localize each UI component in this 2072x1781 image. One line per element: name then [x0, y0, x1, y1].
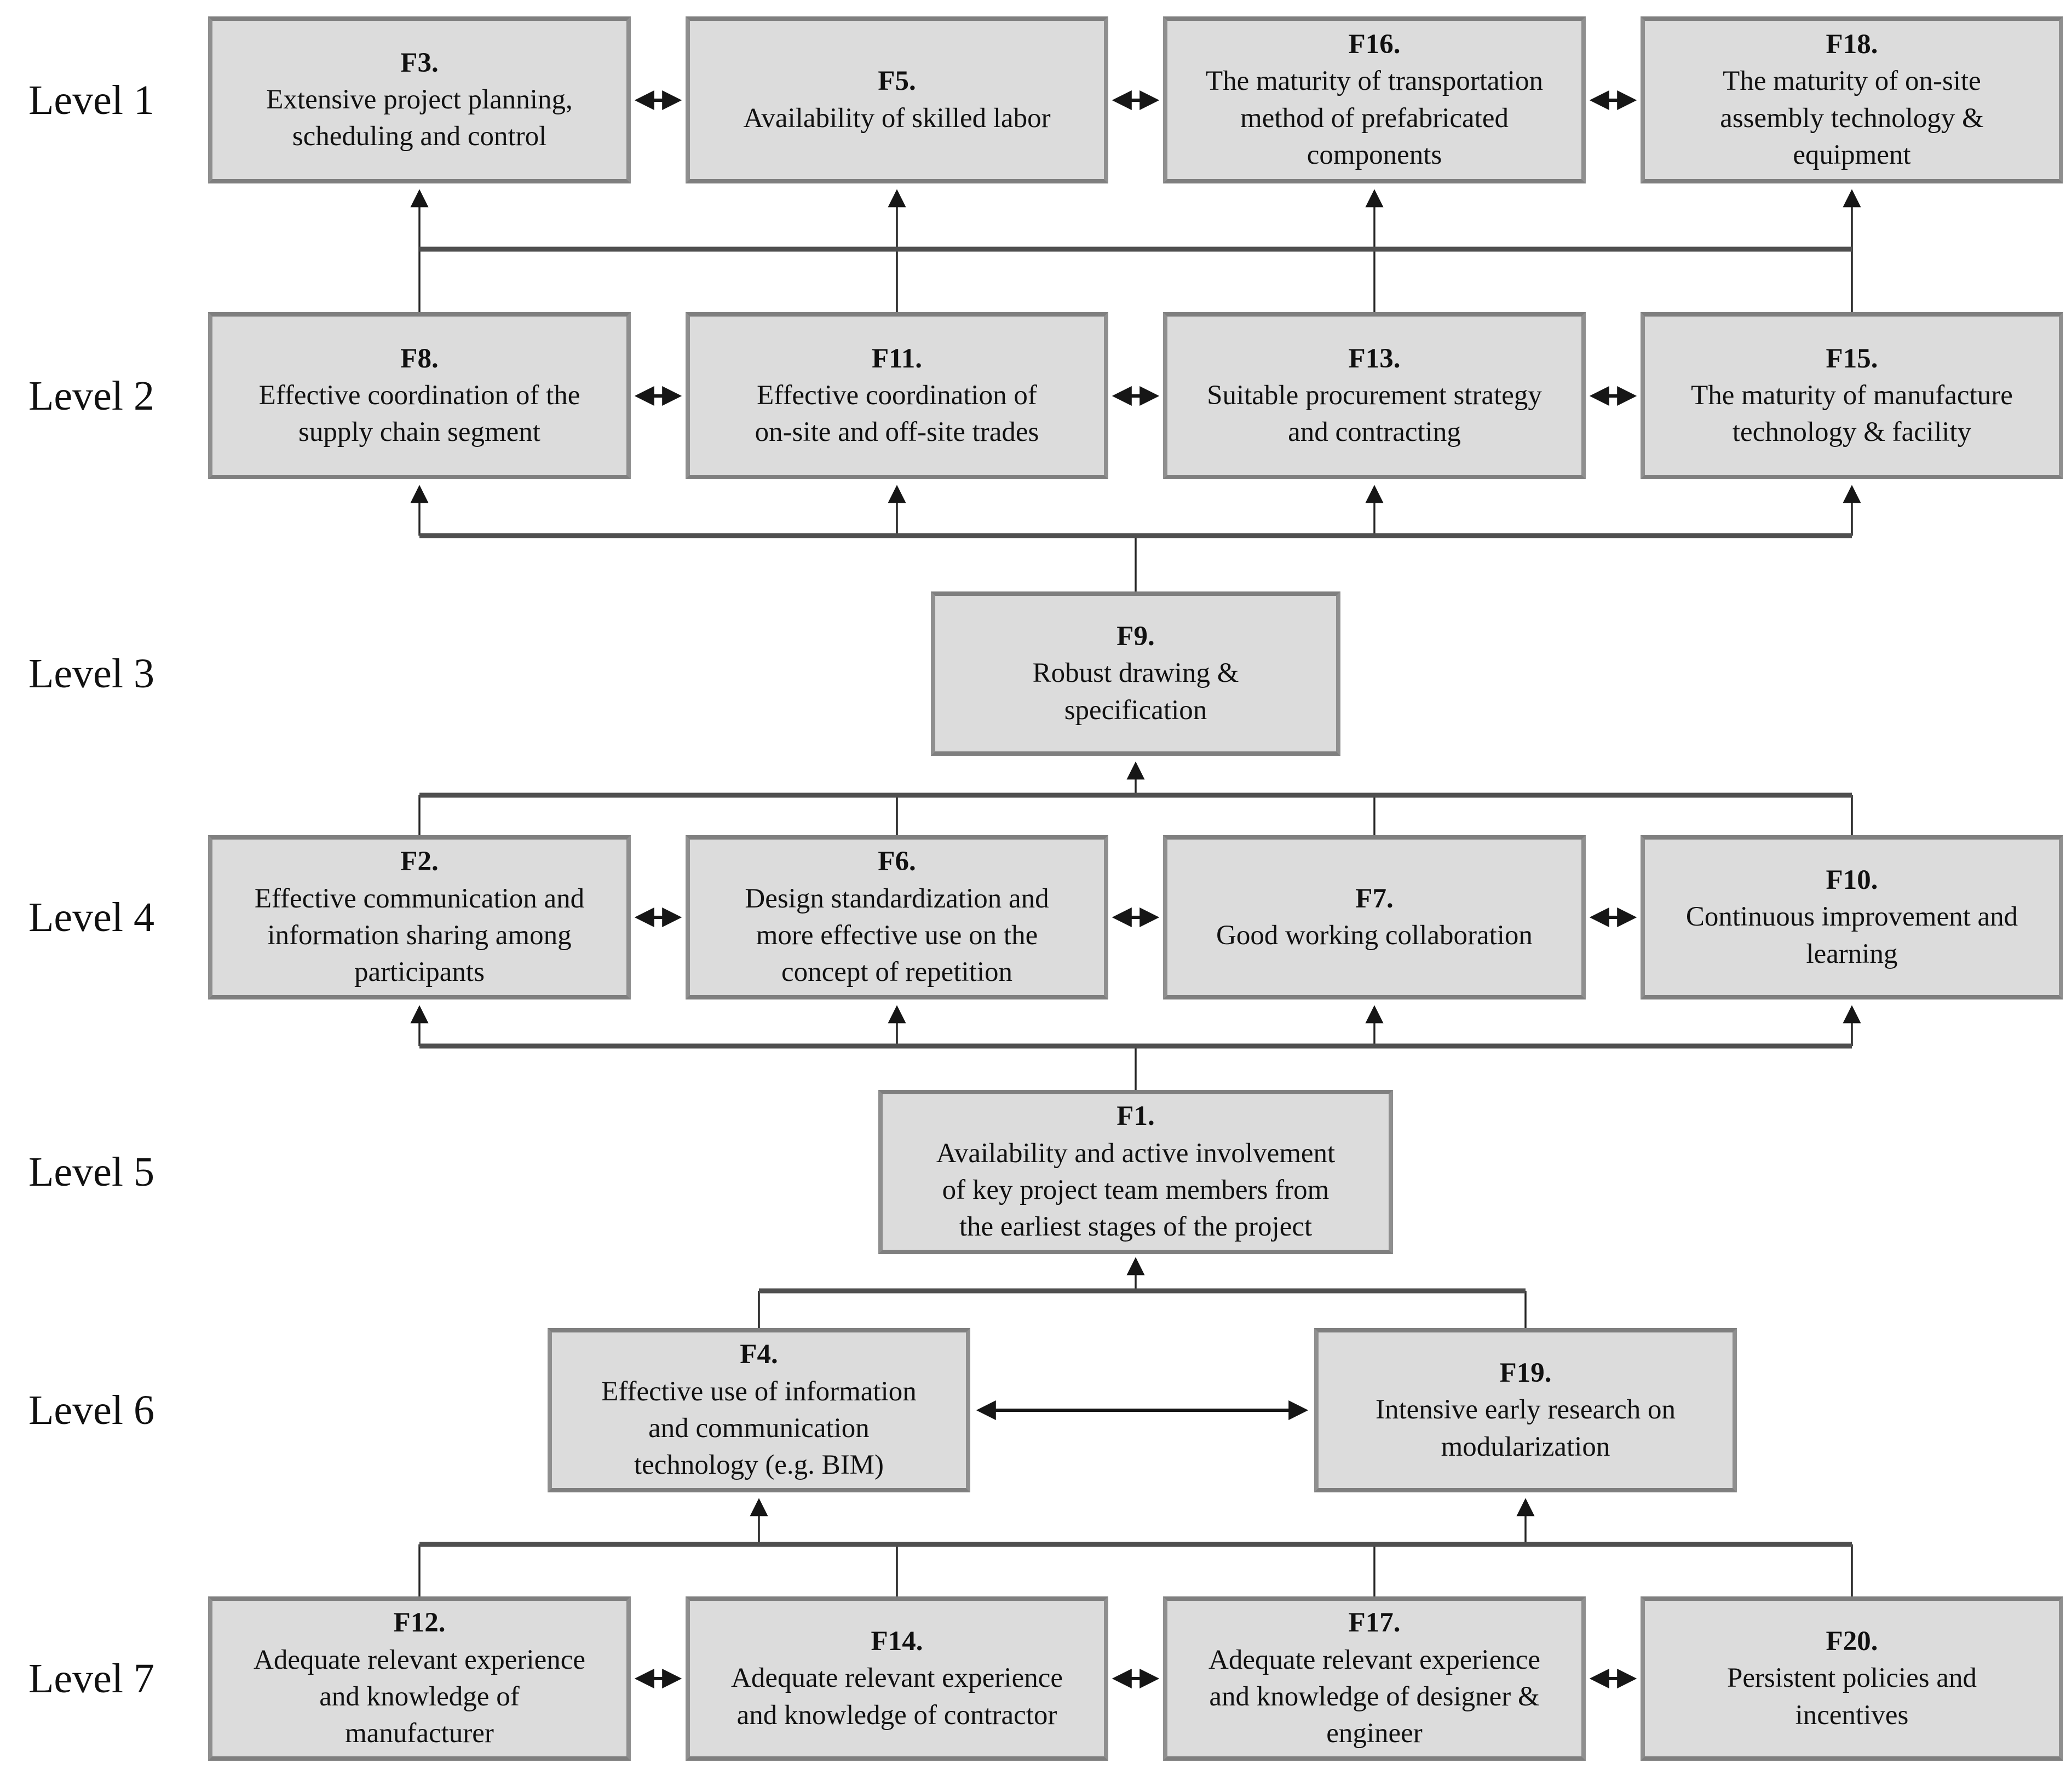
- factor-box-f17: F17. Adequate relevant experience and kn…: [1163, 1596, 1586, 1761]
- level-label-7: Level 7: [28, 1656, 155, 1702]
- factor-code: F10.: [1826, 865, 1878, 896]
- factor-box-f16: F16. The maturity of transportation meth…: [1163, 16, 1586, 183]
- bus-lines: [419, 246, 1852, 1547]
- level-label-3: Level 3: [28, 651, 155, 697]
- factor-box-f9: F9. Robust drawing & specification: [931, 591, 1340, 756]
- level-label-6: Level 6: [28, 1387, 155, 1433]
- factor-text: The maturity of manufacture technology &…: [1691, 380, 2013, 448]
- factor-text: Adequate relevant experience and knowled…: [1208, 1644, 1540, 1749]
- arrows-f9-to-level2: [410, 485, 1861, 591]
- factor-text: The maturity of transportation method of…: [1205, 66, 1544, 170]
- factor-text: Availability and active involvement of k…: [936, 1137, 1336, 1243]
- arrows-f1-to-level4: [410, 1005, 1861, 1090]
- factor-box-f20: F20. Persistent policies and incentives: [1641, 1596, 2063, 1761]
- factor-box-f14: F14. Adequate relevant experience and kn…: [686, 1596, 1108, 1761]
- factor-text: Intensive early research on modularizati…: [1375, 1394, 1676, 1462]
- level-label-1: Level 1: [28, 77, 155, 123]
- factor-box-f15: F15. The maturity of manufacture technol…: [1641, 312, 2063, 479]
- arrows-level7-to-level6: [418, 1498, 1853, 1596]
- factor-box-f4: F4. Effective use of information and com…: [548, 1328, 970, 1492]
- factor-box-f3: F3. Extensive project planning, scheduli…: [208, 16, 631, 183]
- factor-code: F11.: [871, 343, 923, 374]
- factor-code: F16.: [1348, 28, 1401, 60]
- factor-text: Effective use of information and communi…: [601, 1376, 917, 1481]
- factor-code: F2.: [400, 846, 439, 877]
- factor-box-f11: F11. Effective coordination of on-site a…: [686, 312, 1108, 479]
- factor-box-f2: F2. Effective communication and informat…: [208, 835, 631, 999]
- factor-text: Effective coordination of on-site and of…: [755, 380, 1039, 448]
- factor-box-f1: F1. Availability and active involvement …: [878, 1090, 1393, 1254]
- factor-text: Design standardization and more effectiv…: [745, 883, 1049, 988]
- factor-box-f7: F7. Good working collaboration: [1163, 835, 1586, 999]
- factor-text: Persistent policies and incentives: [1726, 1663, 1977, 1731]
- factor-code: F3.: [400, 47, 439, 78]
- level-label-5: Level 5: [28, 1149, 155, 1195]
- factor-text: The maturity of on-site assembly technol…: [1720, 66, 1984, 170]
- factor-box-f12: F12. Adequate relevant experience and kn…: [208, 1596, 631, 1761]
- factor-code: F6.: [878, 846, 916, 877]
- factor-code: F8.: [400, 343, 439, 374]
- factor-code: F12.: [393, 1607, 446, 1639]
- factor-text: Adequate relevant experience and knowled…: [254, 1644, 585, 1749]
- arrows-level2-to-level1: [410, 189, 1861, 312]
- level-label-2: Level 2: [28, 373, 155, 419]
- factor-code: F14.: [871, 1626, 923, 1657]
- factor-code: F7.: [1355, 883, 1394, 914]
- factor-box-f18: F18. The maturity of on-site assembly te…: [1641, 16, 2063, 183]
- factor-code: F13.: [1348, 343, 1401, 374]
- factor-code: F5.: [878, 66, 916, 97]
- factor-box-f19: F19. Intensive early research on modular…: [1314, 1328, 1737, 1492]
- factor-box-f13: F13. Suitable procurement strategy and c…: [1163, 312, 1586, 479]
- factor-text: Adequate relevant experience and knowled…: [731, 1663, 1063, 1731]
- factor-text: Continuous improvement and learning: [1685, 901, 2018, 969]
- factor-code: F20.: [1826, 1626, 1878, 1657]
- factor-code: F15.: [1826, 343, 1878, 374]
- factor-code: F18.: [1826, 28, 1878, 60]
- factor-code: F4.: [740, 1339, 778, 1370]
- factor-text: Suitable procurement strategy and contra…: [1207, 380, 1542, 448]
- factor-text: Effective communication and information …: [254, 883, 585, 988]
- factor-text: Good working collaboration: [1216, 920, 1533, 951]
- factor-code: F9.: [1116, 621, 1155, 652]
- arrows-level4-to-f9: [418, 761, 1853, 835]
- factor-box-f5: F5. Availability of skilled labor: [686, 16, 1108, 183]
- factor-code: F1.: [1116, 1101, 1155, 1132]
- factor-text: Robust drawing & specification: [1032, 658, 1239, 726]
- factor-code: F19.: [1499, 1358, 1552, 1389]
- bidirectional-arrows: [634, 90, 1637, 1688]
- factor-box-f6: F6. Design standardization and more effe…: [686, 835, 1108, 999]
- level-label-4: Level 4: [28, 894, 155, 940]
- factor-code: F17.: [1348, 1607, 1401, 1639]
- arrows-level6-to-f1: [758, 1257, 1527, 1328]
- factor-text: Effective coordination of the supply cha…: [258, 380, 580, 448]
- factor-box-f10: F10. Continuous improvement and learning: [1641, 835, 2063, 999]
- factor-text: Extensive project planning, scheduling a…: [266, 84, 573, 152]
- factor-text: Availability of skilled labor: [743, 102, 1051, 134]
- factor-box-f8: F8. Effective coordination of the supply…: [208, 312, 631, 479]
